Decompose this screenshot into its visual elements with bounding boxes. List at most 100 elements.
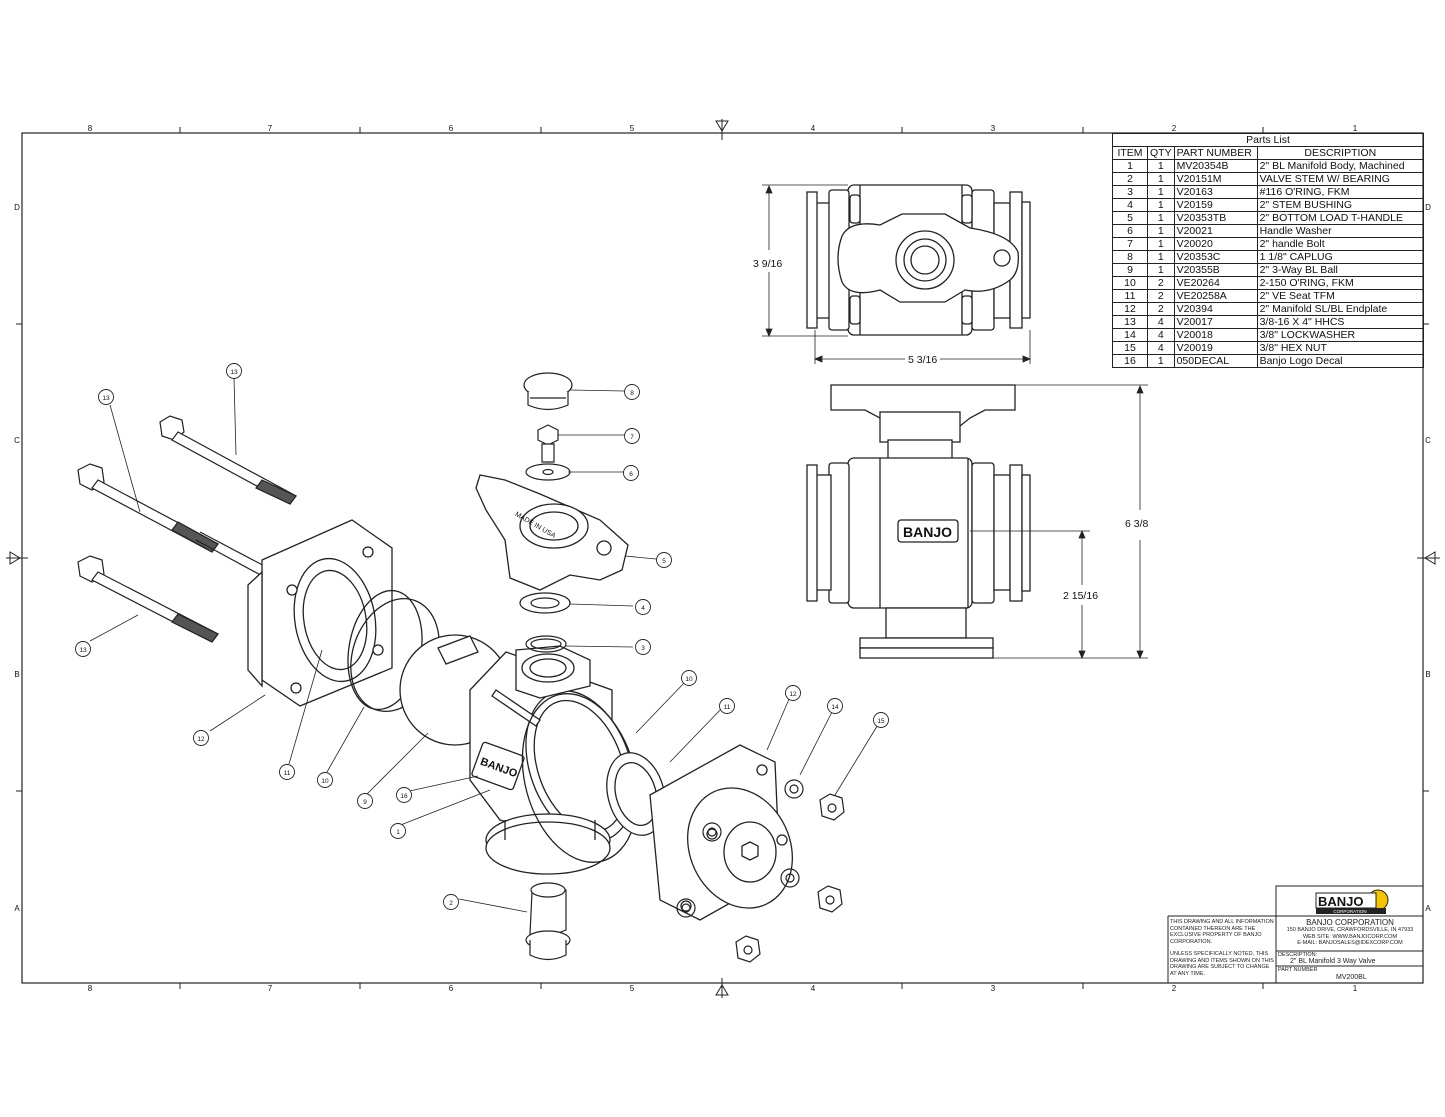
callout-13: 13 [230, 369, 238, 376]
cell-qty: 1 [1147, 185, 1175, 199]
header-part-number: PART NUMBER [1173, 146, 1258, 160]
part-number-label: PART NUMBER [1278, 967, 1318, 973]
stem-bushing [519, 592, 571, 614]
callout-13: 13 [102, 395, 110, 402]
callout-balloons [75, 363, 889, 910]
title-block-company: BANJO CORPORATION 150 BANJO DRIVE, CRAWF… [1277, 918, 1423, 947]
callout-10: 10 [685, 676, 693, 683]
cell-part-number: V20020 [1173, 237, 1258, 251]
cell-description: 2" STEM BUSHING [1256, 198, 1425, 212]
title-block-frame [1167, 885, 1424, 984]
cell-qty: 1 [1147, 250, 1175, 264]
cell-qty: 1 [1147, 211, 1175, 225]
cell-part-number: MV20354B [1173, 159, 1258, 173]
col-label-top: 8 [88, 124, 93, 133]
cell-part-number: V20159 [1173, 198, 1258, 212]
dim-top-height-label: 3 9/16 [753, 258, 782, 270]
col-label-bottom: 5 [630, 984, 635, 993]
handle-bolt [537, 424, 559, 463]
description-value: 2" BL Manifold 3 Way Valve [1290, 958, 1376, 965]
company-name: BANJO CORPORATION [1306, 918, 1394, 927]
center-markers [6, 119, 1440, 998]
hex-nuts [735, 793, 845, 963]
cell-qty: 1 [1147, 263, 1175, 277]
dim-top-width [813, 330, 1032, 364]
right-seat [606, 752, 666, 836]
company-email: E-MAIL: BANJOSALES@IDEXCORP.COM [1297, 940, 1403, 946]
manifold-body [469, 645, 635, 875]
cell-description: 2-150 O'RING, FKM [1256, 276, 1425, 290]
cell-description: VALVE STEM W/ BEARING [1256, 172, 1425, 186]
callout-7: 7 [630, 434, 634, 441]
cell-description: 2" BOTTOM LOAD T-HANDLE [1256, 211, 1425, 225]
callout-6: 6 [629, 471, 633, 478]
cell-item: 15 [1112, 341, 1148, 355]
header-description: DESCRIPTION [1256, 146, 1425, 160]
cell-description: 2" VE Seat TFM [1256, 289, 1425, 303]
front-view [806, 384, 1031, 659]
header-qty: QTY [1147, 146, 1175, 160]
col-label-top: 5 [630, 124, 635, 133]
cell-qty: 1 [1147, 224, 1175, 238]
cell-qty: 1 [1147, 172, 1175, 186]
logo-text: BANJO [1318, 894, 1364, 909]
handle-washer [525, 463, 571, 481]
top-view [806, 184, 1031, 336]
company-address: 150 BANJO DRIVE, CRAWFORDSVILLE, IN 4793… [1286, 927, 1414, 933]
lockwashers [676, 779, 804, 918]
cell-item: 6 [1112, 224, 1148, 238]
col-label-bottom: 4 [811, 984, 816, 993]
cell-item: 2 [1112, 172, 1148, 186]
col-label-top: 7 [268, 124, 273, 133]
callout-13: 13 [79, 647, 87, 654]
cell-item: 16 [1112, 354, 1148, 368]
callout-1: 1 [396, 829, 400, 836]
callout-4: 4 [641, 605, 645, 612]
cell-qty: 4 [1147, 328, 1175, 342]
dim-top-width-label: 5 3/16 [908, 354, 937, 366]
row-label-right: C [1425, 436, 1431, 445]
bolt-middle [77, 463, 273, 579]
col-label-bottom: 7 [268, 984, 273, 993]
cell-part-number: V20021 [1173, 224, 1258, 238]
cell-qty: 1 [1147, 159, 1175, 173]
cell-qty: 1 [1147, 198, 1175, 212]
parts-list-title: Parts List [1112, 133, 1424, 147]
callout-2: 2 [449, 900, 453, 907]
callout-3: 3 [641, 645, 645, 652]
col-label-top: 2 [1172, 124, 1177, 133]
row-label-right: D [1425, 203, 1431, 212]
banjo-logo [1315, 889, 1389, 914]
cell-item: 14 [1112, 328, 1148, 342]
right-endplate [649, 744, 793, 921]
cell-description: #116 O'RING, FKM [1256, 185, 1425, 199]
cell-item: 4 [1112, 198, 1148, 212]
callout-10: 10 [321, 778, 329, 785]
cell-qty: 2 [1147, 276, 1175, 290]
cell-part-number: V20018 [1173, 328, 1258, 342]
front-decal-text: BANJO [903, 524, 952, 540]
ownership-notice: THIS DRAWING AND ALL INFORMATION CONTAIN… [1170, 919, 1274, 945]
cell-description: Handle Washer [1256, 224, 1425, 238]
col-label-top: 6 [449, 124, 454, 133]
cell-part-number: V20394 [1173, 302, 1258, 316]
caplug [523, 372, 573, 411]
cell-item: 9 [1112, 263, 1148, 277]
dim-top-height [762, 184, 848, 338]
parts-list-table: Parts List ITEM QTY PART NUMBER DESCRIPT… [1112, 133, 1425, 368]
row-label-left: D [14, 203, 20, 212]
cell-item: 1 [1112, 159, 1148, 173]
